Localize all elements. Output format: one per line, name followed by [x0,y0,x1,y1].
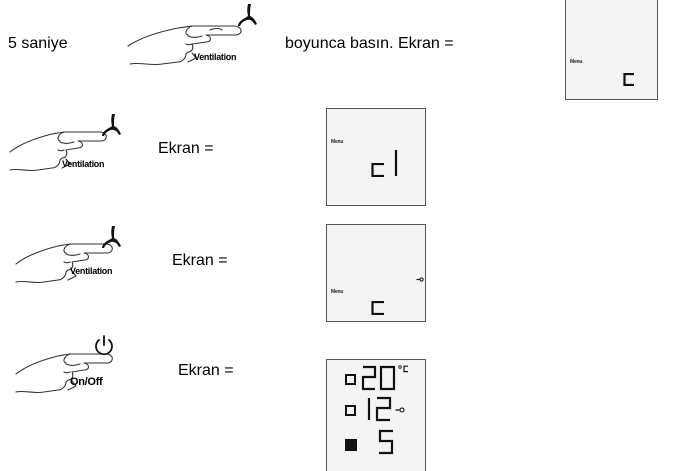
ventilation-button-label: Ventilation [194,52,237,62]
filled-square-marker [345,439,357,451]
display-screen-3: Menu [326,224,426,322]
key-indicator-icon [416,277,424,282]
menu-label: Menu [570,59,583,65]
digits-20 [361,365,397,391]
pointing-hand-icon [15,335,113,394]
digits-12 [365,396,395,422]
ventilation-button-press: Ventilation [14,224,164,284]
display-screen-4 [326,359,426,471]
ventilation-button-label: Ventilation [70,266,113,276]
segment-1 [393,149,399,177]
display-screen-1: Menu [565,0,658,100]
digit-5 [377,429,395,455]
pointing-hand-icon [9,114,121,172]
step-4-suffix-text: Ekran = [178,362,234,379]
key-indicator-icon [395,407,405,413]
pointing-hand-icon [15,226,121,284]
onoff-button-label: On/Off [70,376,103,388]
onoff-button-press: On/Off [14,334,134,394]
empty-square-marker [345,374,356,385]
segment-c [371,163,385,177]
menu-label: Menu [331,139,344,145]
fan-icon [238,4,257,26]
segment-c [623,73,635,86]
pointing-hand-icon [127,4,257,66]
segment-c [371,301,385,315]
ventilation-button-press: Ventilation [8,112,158,174]
step-3-suffix-text: Ekran = [172,252,228,269]
ventilation-button-label: Ventilation [62,159,105,169]
celsius-unit [398,365,410,373]
step-1-prefix-text: 5 saniye [8,35,68,52]
empty-square-marker [345,405,356,416]
display-screen-2: Menu [326,108,426,206]
menu-label: Menu [331,289,344,295]
step-1-suffix-text: boyunca basın. Ekran = [285,35,454,52]
power-icon [95,335,113,356]
step-2-suffix-text: Ekran = [158,140,214,157]
fan-icon [102,226,121,248]
ventilation-button-press: Ventilation [126,2,288,70]
fan-icon [102,114,121,136]
